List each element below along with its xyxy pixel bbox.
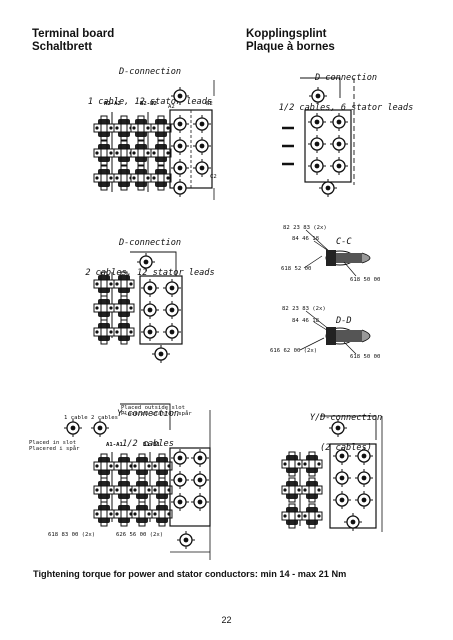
caption-y1-line1: Y-connection bbox=[116, 409, 180, 419]
caption-yd-line1: Y/D-connection bbox=[309, 413, 383, 423]
caption-y1: Y-connection 1/2 cables bbox=[108, 389, 188, 459]
heading-terminal-board: Terminal board Schaltbrett bbox=[32, 28, 114, 54]
heading-kopplingsplint: Kopplingsplint Plaque à bornes bbox=[246, 28, 335, 54]
cc-part1: 82 23 83 (2x) bbox=[283, 225, 327, 231]
caption-yd: Y/D-connection (2 cables) bbox=[296, 393, 396, 463]
diagram-d2 bbox=[282, 77, 355, 198]
caption-d3: D-connection 2 cables, 12 stator leads bbox=[80, 218, 220, 288]
caption-d3-line2: 2 cables, 12 stator leads bbox=[85, 268, 215, 278]
caption-d2: D-connection 1/2 cables, 6 stator leads bbox=[276, 53, 416, 123]
detail-cc bbox=[303, 229, 371, 277]
y1-slot2: Placered i spår bbox=[29, 446, 80, 452]
caption-yd-line2: (2 cables) bbox=[320, 443, 372, 453]
label-c2: C2 bbox=[210, 174, 217, 180]
y1-slot1: Placed in slot bbox=[29, 440, 77, 446]
label-a2: A2 bbox=[168, 104, 175, 110]
y1-pair1: A1-A1 bbox=[106, 442, 123, 448]
y1-note1: Placed outside slot bbox=[121, 405, 185, 411]
y1-pair2: B1-B1 bbox=[143, 442, 160, 448]
label-b2-b2: B2-B2 bbox=[140, 101, 157, 107]
torque-note: Tightening torque for power and stator c… bbox=[33, 569, 347, 579]
caption-d1: D-connection 1 cable, 12 stator leads bbox=[80, 47, 220, 117]
caption-d1-line1: D-connection bbox=[118, 67, 182, 77]
y1-note2: Placered utanför spår bbox=[121, 411, 192, 417]
cc-title: C-C bbox=[336, 237, 352, 247]
page-number: 22 bbox=[221, 615, 232, 625]
diagram-d3 bbox=[93, 251, 183, 364]
y1-part2: 626 56 00 (2x) bbox=[116, 532, 164, 538]
y1-part1: 618 83 00 (2x) bbox=[48, 532, 96, 538]
caption-d2-line1: D-connection bbox=[314, 73, 378, 83]
dd-part2: 84 46 18 bbox=[292, 318, 319, 324]
dd-part3: 616 62 00 (2x) bbox=[270, 348, 318, 354]
diagram-y1 bbox=[63, 403, 211, 560]
heading-sv: Kopplingsplint bbox=[246, 28, 327, 40]
dd-part4: 618 50 00 bbox=[350, 354, 381, 360]
label-b2: B2 bbox=[206, 101, 213, 107]
label-a2-a2: A2-A2 bbox=[104, 101, 121, 107]
caption-y1-line2: 1/2 cables bbox=[122, 439, 174, 449]
y1-cable2: 2 cables bbox=[91, 415, 118, 421]
heading-de: Schaltbrett bbox=[32, 41, 93, 53]
heading-fr: Plaque à bornes bbox=[246, 41, 335, 53]
dd-title: D-D bbox=[336, 316, 352, 326]
caption-d1-line2: 1 cable, 12 stator leads bbox=[87, 97, 213, 107]
y1-cable1: 1 cable bbox=[64, 415, 88, 421]
heading-en: Terminal board bbox=[32, 28, 115, 40]
diagram-d1 bbox=[93, 80, 215, 200]
dd-part1: 82 23 83 (2x) bbox=[282, 306, 326, 312]
detail-dd bbox=[299, 310, 371, 355]
cc-part2: 84 46 18 bbox=[292, 236, 319, 242]
diagram-yd bbox=[281, 415, 383, 532]
cc-part4: 618 50 00 bbox=[350, 277, 381, 283]
caption-d2-line2: 1/2 cables, 6 stator leads bbox=[278, 103, 414, 113]
cc-part3: 618 52 00 bbox=[281, 266, 312, 272]
caption-d3-line1: D-connection bbox=[118, 238, 182, 248]
